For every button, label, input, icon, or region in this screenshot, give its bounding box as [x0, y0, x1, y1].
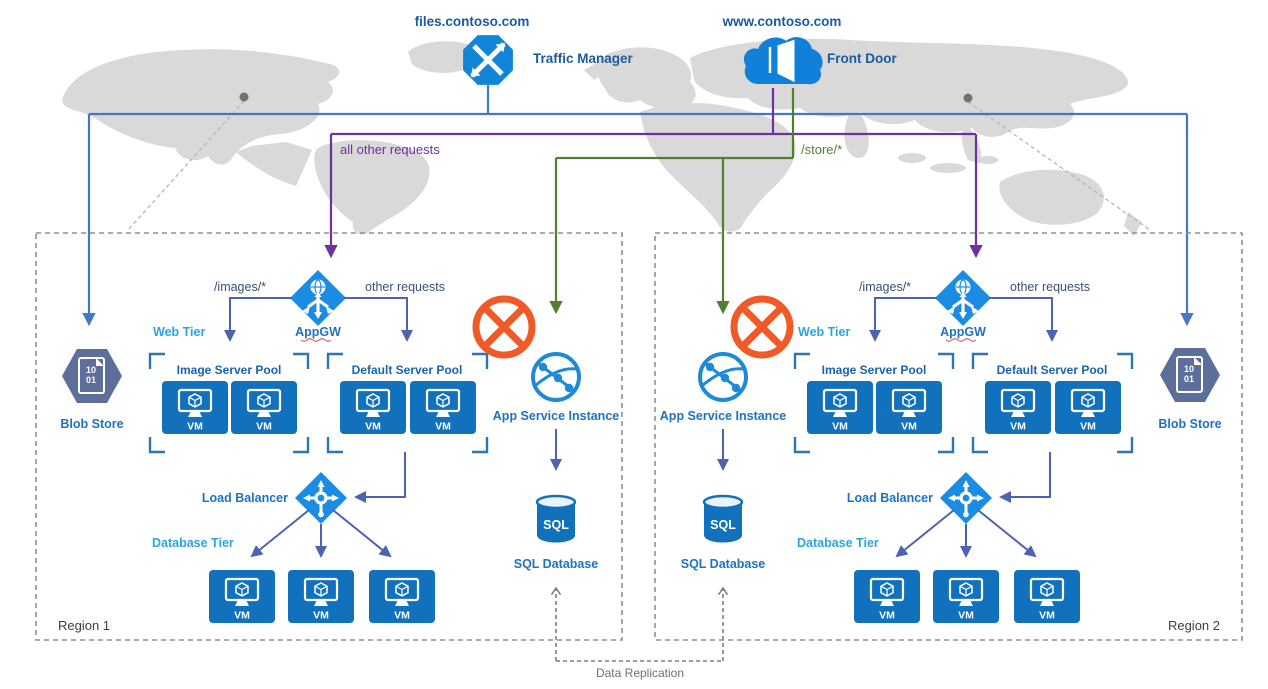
- traffic-manager-icon: [463, 35, 513, 85]
- vm-tile: [338, 379, 408, 436]
- route-label-other-requests: other requests: [365, 280, 445, 294]
- traffic-manager-routes: [82, 85, 1194, 327]
- traffic-manager-domain: files.contoso.com: [415, 14, 530, 29]
- region-1-box: [35, 232, 623, 641]
- app-service-sql-region2: [660, 354, 786, 571]
- route-label-all-other-requests: all other requests: [340, 142, 440, 157]
- route-label-images: /images/*: [214, 280, 266, 294]
- prohibition-region1: [476, 299, 532, 355]
- app-service-sql-region1: [493, 354, 619, 571]
- lb-to-vm-arrow: [332, 509, 392, 558]
- web-tier-label: Web Tier: [153, 325, 205, 339]
- pool-to-lb-arrow: [354, 452, 406, 503]
- front-door-icon: [743, 37, 823, 85]
- vm-tile: [408, 379, 478, 436]
- image-server-pool: Image Server Pool: [148, 352, 310, 454]
- route-label-store: /store/*: [801, 142, 842, 157]
- blob-store-label: Blob Store: [1158, 417, 1221, 431]
- web-db-cluster: AppGW /images/* other requests Web Tier …: [148, 134, 489, 625]
- vm-tile: [229, 379, 299, 436]
- vm-tile: [160, 379, 230, 436]
- default-pool-label: Default Server Pool: [352, 363, 463, 377]
- world-map: [62, 38, 1142, 236]
- front-door-green-route: [549, 88, 795, 315]
- front-door-purple-route: [331, 88, 976, 136]
- region-2-label: Region 2: [1168, 618, 1220, 633]
- front-door-domain: www.contoso.com: [722, 14, 842, 29]
- other-route-arrow: [344, 297, 413, 342]
- region2-map-link: [967, 101, 1151, 231]
- data-replication-label: Data Replication: [596, 666, 684, 680]
- vm-tile: [207, 568, 277, 625]
- default-server-pool: Default Server Pool: [326, 352, 489, 454]
- data-replication-link: [550, 586, 729, 662]
- traffic-manager-label: Traffic Manager: [533, 51, 634, 66]
- map-location-dot-west: [239, 92, 249, 102]
- blob-store-region1: [61, 348, 123, 404]
- vm-tile: [367, 568, 437, 625]
- front-door-label: Front Door: [827, 51, 897, 66]
- lb-to-vm-arrow: [250, 509, 310, 558]
- map-location-dot-east: [963, 93, 973, 103]
- image-pool-label: Image Server Pool: [177, 363, 282, 377]
- appgw-label: AppGW: [295, 325, 341, 339]
- region-2-box: [654, 232, 1243, 641]
- vm-tile: [286, 568, 356, 625]
- blob-store-region2: [1159, 347, 1221, 403]
- database-tier-label: Database Tier: [152, 536, 234, 550]
- prohibition-region2: [734, 299, 790, 355]
- load-balancer-label: Load Balancer: [202, 491, 288, 505]
- blob-store-label: Blob Store: [60, 417, 123, 431]
- region1-map-link: [127, 100, 245, 231]
- images-route-arrow: [224, 297, 292, 342]
- region-1-label: Region 1: [58, 618, 110, 633]
- appgw-spellcheck-squiggle: [300, 338, 332, 342]
